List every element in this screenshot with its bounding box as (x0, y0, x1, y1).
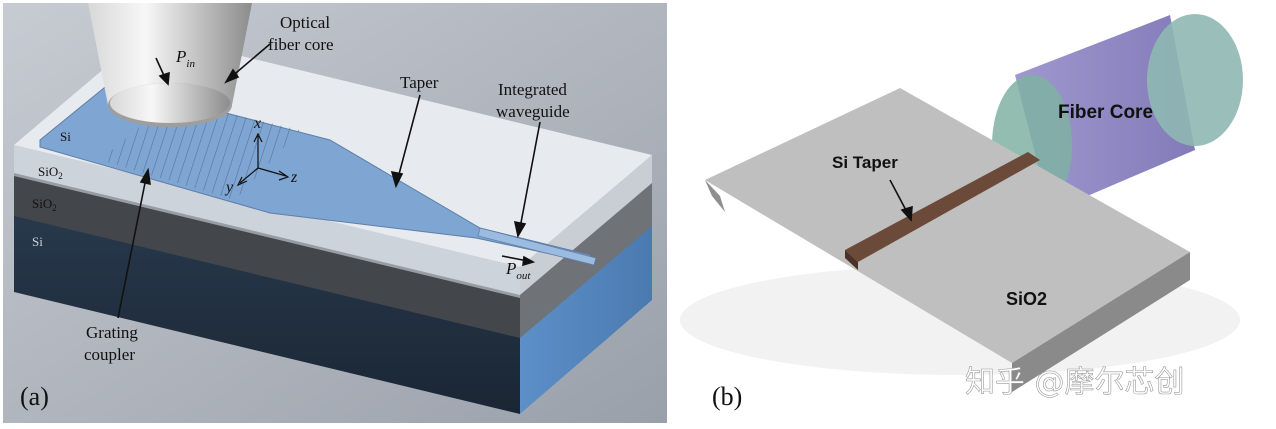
x-axis-arrow (253, 132, 263, 143)
sio2-slab-lip (705, 180, 725, 212)
arrow-fiber-core (229, 43, 271, 79)
annotation-arrows-b (889, 179, 913, 222)
label-sio2-upper: SiO2 (38, 164, 63, 181)
label-axis-y: y (224, 179, 234, 196)
fiber-far-face (1147, 14, 1243, 146)
arrow-head-p-in (158, 71, 170, 86)
top-cladding-edge (14, 145, 520, 298)
label-p-out-base: P (505, 259, 516, 278)
label-fiber-core-b: Fiber Core (1058, 102, 1153, 123)
sio2-slab-side (1012, 252, 1190, 392)
fiber-end-face (110, 83, 230, 123)
fiber-core-cylinder (992, 14, 1243, 215)
label-grating: Grating (86, 323, 138, 342)
label-p-in-base: P (175, 47, 186, 66)
label-sio2-box-sub: 2 (52, 203, 57, 213)
label-p-in-sub: in (186, 58, 195, 70)
label-si-top: Si (60, 129, 71, 144)
arrow-taper (397, 94, 421, 179)
label-p-in: Pin (175, 47, 195, 70)
label-p-out: Pout (505, 259, 531, 282)
label-optical: Optical (280, 13, 330, 32)
arrow-head-taper (390, 170, 404, 189)
label-axis-z: z (290, 169, 298, 186)
panel-a-label: (a) (20, 382, 49, 411)
arrow-head-si-taper (900, 205, 913, 222)
label-sio2-upper-base: SiO (38, 164, 58, 179)
label-sio2-box: SiO2 (32, 196, 57, 213)
panel-b-label: (b) (712, 382, 742, 411)
si-taper-strip (845, 152, 1040, 262)
z-axis-line (257, 167, 287, 177)
annotation-arrows-a (117, 43, 541, 319)
panel-b: Fiber Core Si Taper SiO2 (b) 知乎 @摩尔芯创 (680, 3, 1273, 423)
fiber-body (88, 3, 252, 105)
label-si-taper: Si Taper (832, 153, 898, 172)
sio2-slab-top (705, 88, 1190, 363)
label-si-substrate: Si (32, 234, 43, 249)
label-sio2-upper-sub: 2 (58, 171, 63, 181)
arrow-head-p-out (522, 255, 536, 267)
watermark: 知乎 @摩尔芯创 (965, 365, 1185, 400)
integrated-waveguide-strip (477, 227, 597, 266)
label-sio2-box-base: SiO (32, 196, 52, 211)
label-sio2-b: SiO2 (1006, 289, 1047, 309)
label-taper: Taper (400, 73, 439, 92)
label-integrated: Integrated (498, 80, 567, 99)
arrow-head-waveguide (513, 220, 527, 239)
label-p-out-sub: out (516, 270, 531, 282)
label-fiber-core: fiber core (268, 35, 334, 54)
arrow-head-fiber-core (224, 68, 240, 84)
y-axis-arrow (236, 176, 248, 187)
arrow-waveguide (519, 121, 541, 229)
si-taper-edge (845, 250, 858, 270)
label-waveguide: waveguide (496, 102, 570, 121)
z-axis-arrow (278, 170, 290, 181)
label-axis-x: x (253, 115, 261, 132)
y-axis-line (239, 167, 259, 184)
arrow-grating (117, 177, 147, 319)
arrow-head-grating (139, 167, 151, 186)
panel-a: Optical fiber core Pin Taper Integrated … (3, 3, 667, 423)
sio2-layer-side (520, 155, 652, 295)
optical-fiber (88, 3, 252, 127)
coordinate-axes (236, 132, 290, 187)
label-coupler: coupler (84, 345, 135, 364)
